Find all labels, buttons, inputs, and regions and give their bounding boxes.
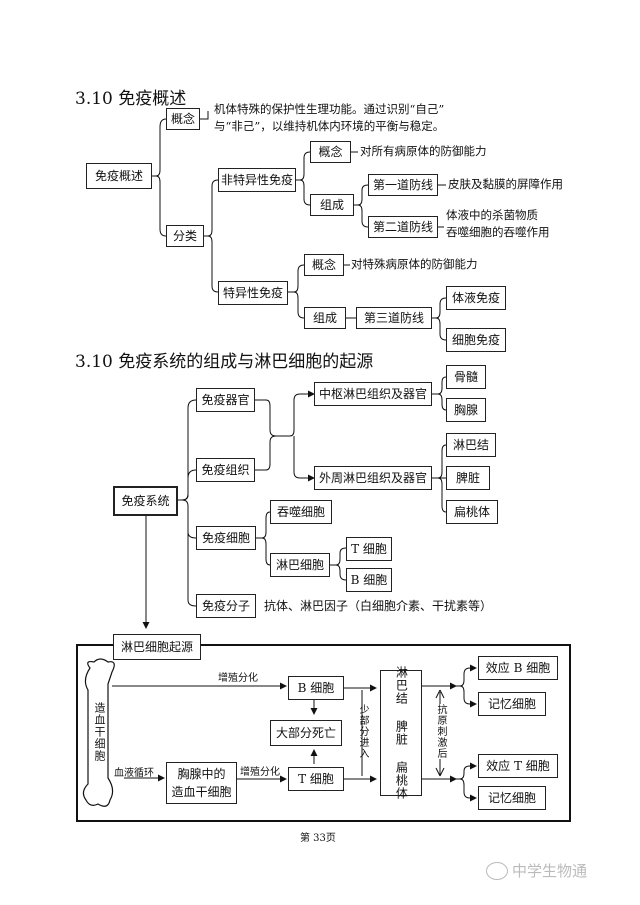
- thymus-stem-cell-box: 胸腺中的 造血干细胞: [166, 762, 237, 804]
- page-number: 第 33页: [300, 833, 336, 844]
- first-line-box: 第一道防线: [368, 174, 438, 196]
- specific-immunity-box: 特异性免疫: [218, 281, 288, 305]
- concept-text-line2: 与“非己”，以维持机体内环境的平衡与稳定。: [214, 119, 445, 133]
- specific-concept-box: 概念: [304, 254, 344, 276]
- watermark: 中学生物通: [512, 862, 588, 880]
- thymus-stem-line2: 造血干细胞: [171, 785, 232, 799]
- nonspecific-composition-box: 组成: [310, 194, 354, 216]
- classification-box: 分类: [166, 225, 204, 247]
- immune-molecules-box: 免疫分子: [196, 594, 256, 618]
- immune-organs-box: 免疫器官: [196, 388, 255, 412]
- immune-system-box: 免疫系统: [113, 486, 178, 516]
- nonspecific-concept-text: 对所有病原体的防御能力: [360, 144, 487, 158]
- origin-frame: [76, 644, 571, 822]
- second-line-box: 第二道防线: [368, 216, 438, 238]
- second-line-text-1: 体液中的杀菌物质: [446, 208, 538, 222]
- wechat-icon: [486, 862, 508, 880]
- tonsil-box: 扁桃体: [446, 500, 498, 524]
- memory-t-cell-box: 记忆细胞: [478, 786, 546, 810]
- origin-t-cell-box: T 细胞: [288, 767, 344, 791]
- specific-concept-text: 对特殊病原体的防御能力: [351, 257, 478, 271]
- cellular-immunity-box: 细胞免疫: [446, 328, 506, 352]
- peripheral-lymphoid-box: 外周淋巴组织及器官: [314, 466, 432, 490]
- second-line-text-2: 吞噬细胞的吞噬作用: [446, 225, 550, 239]
- proliferation-top-label: 增殖分化: [218, 673, 258, 684]
- concept-text-line1: 机体特殊的保护性生理功能。通过识别“自己”: [214, 102, 445, 116]
- central-lymphoid-box: 中枢淋巴组织及器官: [314, 382, 432, 406]
- lymph-node-box: 淋巴结: [446, 433, 496, 457]
- concept-box: 概念: [166, 108, 200, 130]
- lymphocyte-origin-title: 淋巴细胞起源: [113, 634, 201, 660]
- thymus-box: 胸腺: [446, 398, 486, 422]
- immune-cells-box: 免疫细胞: [196, 526, 256, 550]
- immune-molecules-text: 抗体、淋巴因子（白细胞介素、干扰素等）: [264, 599, 493, 613]
- immune-tissue-box: 免疫组织: [196, 458, 255, 482]
- blood-circulation-label: 血液循环: [114, 768, 154, 779]
- lymphoid-organs-text: 淋巴结 脾脏 扁桃体: [394, 666, 409, 800]
- humoral-immunity-box: 体液免疫: [446, 286, 506, 310]
- first-line-text: 皮肤及黏膜的屏障作用: [448, 177, 563, 191]
- t-cell-box: T 细胞: [346, 537, 392, 561]
- bone-shape: [82, 658, 115, 807]
- third-line-box: 第三道防线: [356, 307, 432, 329]
- b-cell-box: B 细胞: [346, 568, 392, 592]
- small-portion-enter-label: 少部分进入: [357, 704, 368, 759]
- effector-b-cell-box: 效应 B 细胞: [478, 656, 558, 680]
- origin-b-cell-box: B 细胞: [288, 676, 344, 700]
- antigen-stimulation-label: 抗原刺激后: [433, 704, 448, 759]
- hematopoietic-stem-cell-label: 造血干细胞: [93, 702, 106, 762]
- thymus-stem-line1: 胸腺中的: [177, 767, 226, 781]
- bone-marrow-box: 骨髓: [446, 365, 486, 389]
- spleen-box: 脾脏: [446, 466, 490, 490]
- section-1-heading: 3.10 免疫概述: [75, 89, 187, 109]
- lymphoid-organs-box: 淋巴结 脾脏 扁桃体: [380, 666, 422, 800]
- section-2-heading: 3.10 免疫系统的组成与淋巴细胞的起源: [75, 352, 374, 372]
- immune-overview-box: 免疫概述: [86, 163, 152, 189]
- lymphocyte-box: 淋巴细胞: [270, 553, 330, 577]
- nonspecific-immunity-box: 非特异性免疫: [218, 168, 296, 192]
- memory-b-cell-box: 记忆细胞: [478, 692, 546, 716]
- specific-composition-box: 组成: [304, 307, 346, 329]
- most-die-box: 大部分死亡: [270, 720, 342, 746]
- nonspecific-concept-box: 概念: [310, 141, 351, 163]
- effector-t-cell-box: 效应 T 细胞: [478, 754, 558, 778]
- proliferation-bottom-label: 增殖分化: [240, 767, 280, 778]
- phagocyte-box: 吞噬细胞: [270, 500, 332, 524]
